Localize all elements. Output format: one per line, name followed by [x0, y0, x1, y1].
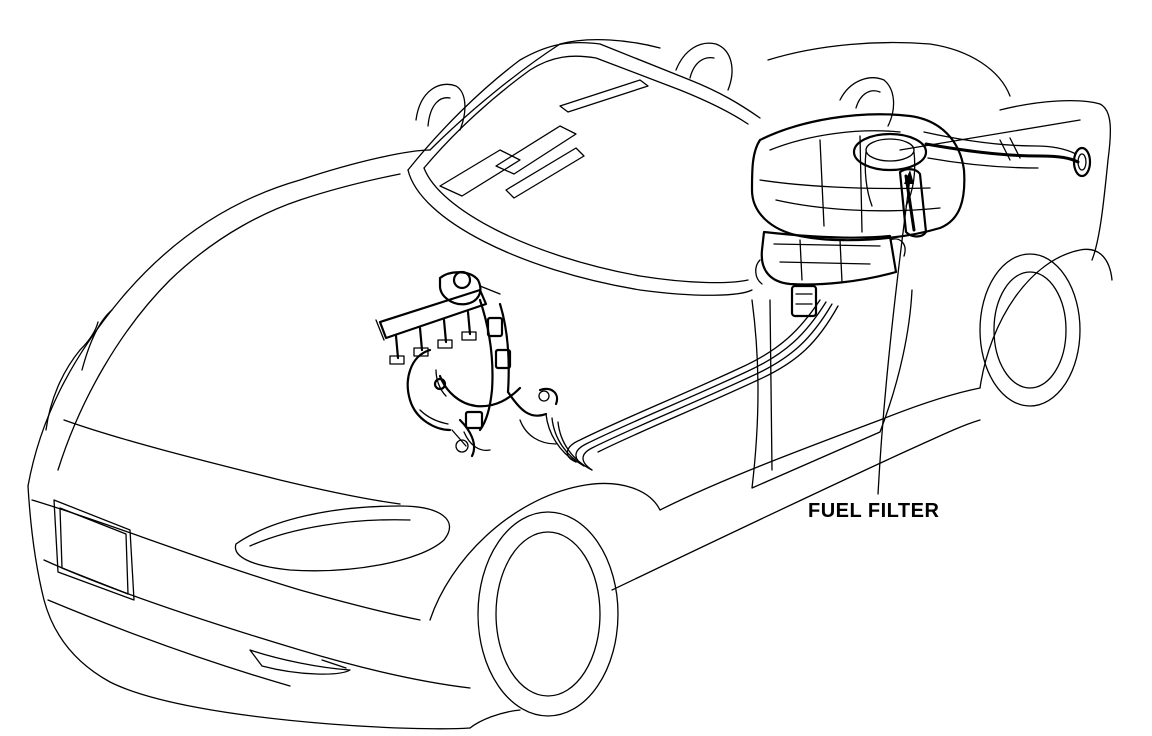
fuel-filter-label: FUEL FILTER	[808, 500, 940, 522]
windshield	[407, 41, 761, 296]
car-body-outline	[27, 38, 1113, 730]
filler-neck	[923, 131, 1092, 178]
evap-assembly	[755, 230, 906, 318]
engine-hoses	[406, 298, 559, 458]
fuel-filter	[898, 168, 928, 238]
fuel-tank	[750, 113, 966, 242]
fuel-rail	[375, 270, 501, 365]
fuel-lines	[545, 299, 839, 471]
seats	[415, 42, 895, 131]
fuel-filter-leader-line	[877, 170, 914, 495]
